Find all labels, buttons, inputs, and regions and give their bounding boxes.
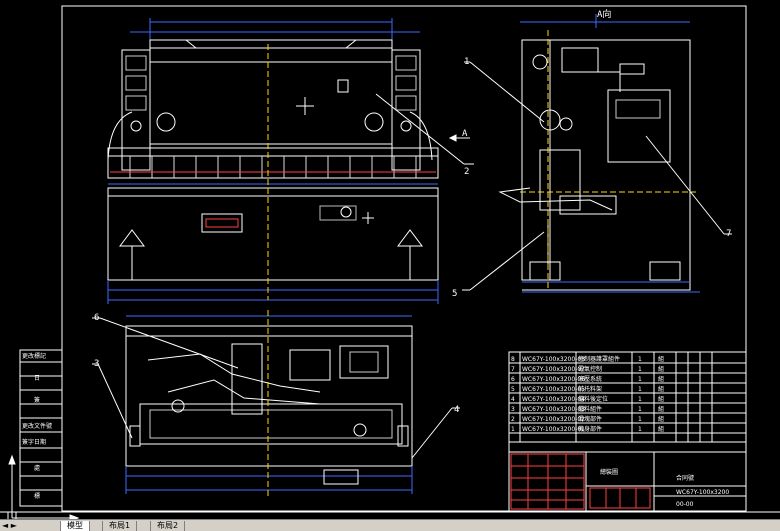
callout-7: 7 <box>726 229 731 239</box>
callout-4: 4 <box>454 405 459 415</box>
parts-cell-name: 機身部件 <box>578 425 602 433</box>
parts-cell-no: 6 <box>511 376 515 383</box>
parts-cell-name: 擋料後定位 <box>578 395 608 403</box>
parts-cell-name: 擋料組件 <box>578 405 602 413</box>
parts-cell-qty: 1 <box>638 426 642 433</box>
parts-cell-no: 7 <box>511 366 515 373</box>
parts-cell-name: 滑塊部件 <box>578 415 602 423</box>
parts-cell-mat: 組 <box>658 425 664 433</box>
parts-cell-no: 8 <box>511 356 515 363</box>
section-arrow-label: A <box>462 129 468 139</box>
parts-cell-qty: 1 <box>638 416 642 423</box>
callout-2: 2 <box>464 167 469 177</box>
side-view <box>462 14 732 293</box>
callout-6: 6 <box>94 313 99 323</box>
parts-cell-no: 3 <box>511 406 515 413</box>
view-label: A向 <box>597 8 611 20</box>
parts-cell-code: WC67Y-100x3200-07 <box>522 366 585 373</box>
parts-cell-qty: 1 <box>638 396 642 403</box>
parts-cell-qty: 1 <box>638 356 642 363</box>
layout-tab-bar: ◄ ► 模型 布局1 布局2 <box>0 519 780 531</box>
model-number: WC67Y-100x3200 <box>676 489 729 496</box>
parts-cell-code: WC67Y-100x3200-01 <box>522 426 585 433</box>
drawing-number: 00-00 <box>676 501 694 508</box>
contract-label: 合同號 <box>676 474 694 482</box>
parts-cell-code: WC67Y-100x3200-02 <box>522 416 585 423</box>
callout-5: 5 <box>452 289 457 299</box>
drawing-border <box>61 5 747 512</box>
parts-cell-qty: 1 <box>638 366 642 373</box>
title-block-grid <box>508 441 747 512</box>
revision-block <box>19 349 63 507</box>
parts-cell-name: 液壓系統 <box>578 375 602 383</box>
callout-3: 3 <box>94 359 99 369</box>
parts-cell-mat: 組 <box>658 405 664 413</box>
parts-cell-no: 1 <box>511 426 515 433</box>
tab-nav-arrows[interactable]: ◄ ► <box>2 521 17 530</box>
parts-cell-qty: 1 <box>638 406 642 413</box>
parts-cell-code: WC67Y-100x3200-08 <box>522 356 585 363</box>
rev-row-3: 簽 <box>34 396 40 404</box>
parts-table-grid <box>508 351 747 443</box>
parts-cell-mat: 組 <box>658 395 664 403</box>
parts-cell-name: 前托料架 <box>578 385 602 393</box>
drawing-title: 總裝圖 <box>600 468 618 476</box>
parts-cell-name: 控制器護罩組件 <box>578 355 620 363</box>
tab-model[interactable]: 模型 <box>60 521 90 531</box>
parts-cell-mat: 組 <box>658 355 664 363</box>
parts-cell-name: 電氣控制 <box>578 365 602 373</box>
rev-row-4: 更改文件號 <box>22 422 52 430</box>
parts-cell-qty: 1 <box>638 386 642 393</box>
parts-cell-qty: 1 <box>638 376 642 383</box>
rev-row-5: 簽字日期 <box>22 438 46 446</box>
ucs-axis-icon <box>7 454 80 522</box>
rev-row-1: 更改標記 <box>22 352 46 360</box>
parts-cell-no: 2 <box>511 416 515 423</box>
rev-row-7: 標 <box>34 492 40 500</box>
parts-cell-mat: 組 <box>658 365 664 373</box>
callout-1: 1 <box>464 57 469 67</box>
front-view <box>107 18 474 304</box>
parts-cell-code: WC67Y-100x3200-03 <box>522 406 585 413</box>
parts-cell-mat: 組 <box>658 385 664 393</box>
top-view <box>92 310 460 496</box>
rev-row-6: 處 <box>34 464 40 472</box>
parts-cell-code: WC67Y-100x3200-06 <box>522 376 585 383</box>
rev-row-2: 日 <box>34 375 40 382</box>
parts-cell-mat: 組 <box>658 415 664 423</box>
parts-cell-code: WC67Y-100x3200-05 <box>522 386 585 393</box>
tab-layout-1[interactable]: 布局1 <box>102 521 138 531</box>
parts-cell-no: 5 <box>511 386 515 393</box>
parts-cell-mat: 組 <box>658 375 664 383</box>
tab-layout-2[interactable]: 布局2 <box>150 521 186 531</box>
parts-cell-code: WC67Y-100x3200-04 <box>522 396 585 403</box>
parts-cell-no: 4 <box>511 396 515 403</box>
